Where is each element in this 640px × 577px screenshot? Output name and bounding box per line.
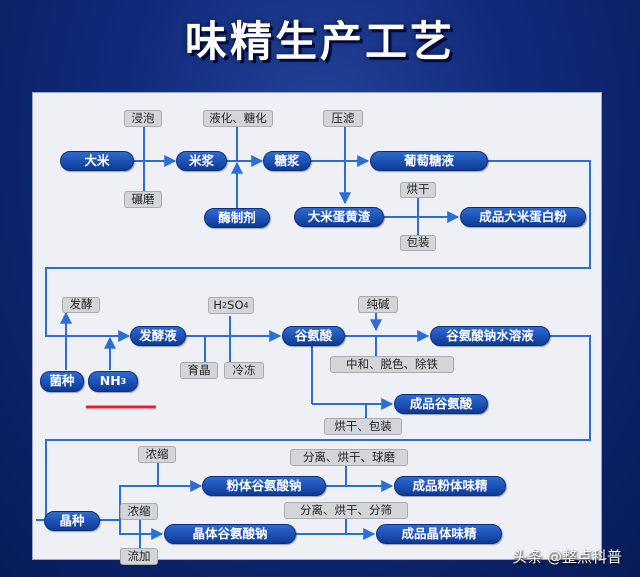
node-flow-add: 流加 xyxy=(120,548,158,565)
node-slurry: 米浆 xyxy=(176,151,227,171)
node-glutamic-acid: 谷氨酸 xyxy=(282,326,345,346)
node-powder-msg-product: 成品粉体味精 xyxy=(394,476,506,496)
node-glutamic-acid-product: 成品谷氨酸 xyxy=(394,394,488,414)
node-soak: 浸泡 xyxy=(124,110,162,127)
nh3-label: NH xyxy=(99,373,121,389)
node-freeze: 冷冻 xyxy=(224,362,264,379)
node-powder-msg: 粉体谷氨酸钠 xyxy=(202,476,326,496)
node-protein-residue: 大米蛋黄渣 xyxy=(294,207,384,227)
node-dry-pack: 烘干、包装 xyxy=(324,418,402,435)
page-title: 味精生产工艺 xyxy=(184,17,455,66)
h2so4-so-sub: 4 xyxy=(243,300,249,310)
nh3-subscript: 3 xyxy=(120,376,127,386)
node-msg-solution: 谷氨酸钠水溶液 xyxy=(430,326,550,346)
watermark: 头条 @整点科普 xyxy=(512,548,622,566)
node-pack-1: 包装 xyxy=(400,235,436,251)
node-neutralize: 中和、脱色、除铁 xyxy=(330,356,454,373)
node-glucose: 葡萄糖液 xyxy=(370,151,488,171)
node-strain: 菌种 xyxy=(40,371,84,392)
node-soda: 纯碱 xyxy=(358,296,398,313)
node-broth: 发酵液 xyxy=(130,326,186,346)
node-concentrate-1: 浓缩 xyxy=(138,446,176,463)
node-sep-dry-sieve: 分离、烘干、分筛 xyxy=(284,502,408,519)
h2so4-h-sub: 2 xyxy=(222,300,228,310)
node-ferment: 发酵 xyxy=(62,297,100,313)
node-press-filter: 压滤 xyxy=(323,110,363,127)
node-crystal-msg: 晶体谷氨酸钠 xyxy=(164,524,296,544)
node-sugar-slurry: 糖浆 xyxy=(263,151,311,171)
node-liquefy: 液化、糖化 xyxy=(203,110,273,127)
node-seed: 晶种 xyxy=(44,511,100,531)
h2so4-h: H xyxy=(213,297,223,312)
node-sep-dry-mill: 分离、烘干、球磨 xyxy=(290,449,408,466)
node-enzyme: 酶制剂 xyxy=(204,208,270,228)
node-concentrate-2: 浓缩 xyxy=(120,503,158,520)
node-rice: 大米 xyxy=(60,151,134,171)
node-seed-crystal: 育晶 xyxy=(180,362,218,379)
node-grind: 碾磨 xyxy=(124,191,162,208)
node-dry-1: 烘干 xyxy=(400,182,436,198)
h2so4-so: SO xyxy=(227,297,244,312)
node-crystal-msg-product: 成品晶体味精 xyxy=(376,524,502,544)
node-rice-protein-product: 成品大米蛋白粉 xyxy=(460,207,586,227)
